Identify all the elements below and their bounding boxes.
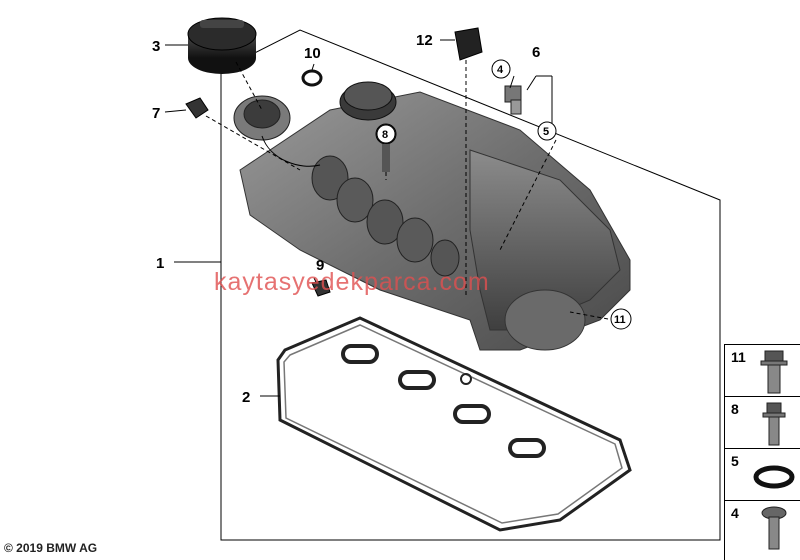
assembly-outline [220,29,721,541]
o-ring-icon [753,465,795,489]
callout-8[interactable]: 8 [376,124,396,144]
callout-4-label: 4 [497,64,504,76]
callout-5[interactable]: 5 [537,121,557,141]
legend-item-8[interactable]: 8 [724,396,800,448]
clip-image-9 [311,279,331,297]
oil-filler-cap-image [187,17,257,74]
parts-legend: 11 8 5 4 [724,344,800,560]
legend-label: 4 [731,505,739,521]
callout-9[interactable]: 9 [316,257,324,274]
legend-label: 8 [731,401,739,417]
callout-1[interactable]: 1 [156,255,164,272]
cover-plug-image-12 [454,27,483,61]
legend-item-11[interactable]: 11 [724,344,800,396]
callout-12[interactable]: 12 [416,32,433,49]
legend-item-5[interactable]: 5 [724,448,800,500]
callout-7[interactable]: 7 [152,105,160,122]
copyright-text: © 2019 BMW AG [4,541,98,555]
callout-4[interactable]: 4 [491,59,511,79]
watermark-text: kaytasyedekparca.com [214,268,490,296]
callout-3[interactable]: 3 [152,38,160,55]
legend-label: 5 [731,453,739,469]
callout-2[interactable]: 2 [242,389,250,406]
callout-8-label: 8 [382,129,388,141]
cylinder-head-cover-image [233,81,631,351]
bolt-image-8 [375,123,397,172]
callout-5-label: 5 [543,126,549,138]
gasket-set-image [276,316,632,532]
callout-6[interactable]: 6 [532,44,540,61]
screw-icon [761,506,787,550]
sensor-image-4 [504,85,522,115]
bolt-icon [760,350,788,394]
leader-lines [164,39,609,397]
legend-item-4[interactable]: 4 [724,500,800,560]
callout-11-label: 11 [614,314,626,326]
clip-image-7 [185,97,209,119]
legend-label: 11 [731,349,746,365]
ring-image-10 [301,69,323,87]
bolt-icon [762,402,786,446]
callout-11[interactable]: 11 [610,308,632,330]
callout-10[interactable]: 10 [304,45,321,62]
